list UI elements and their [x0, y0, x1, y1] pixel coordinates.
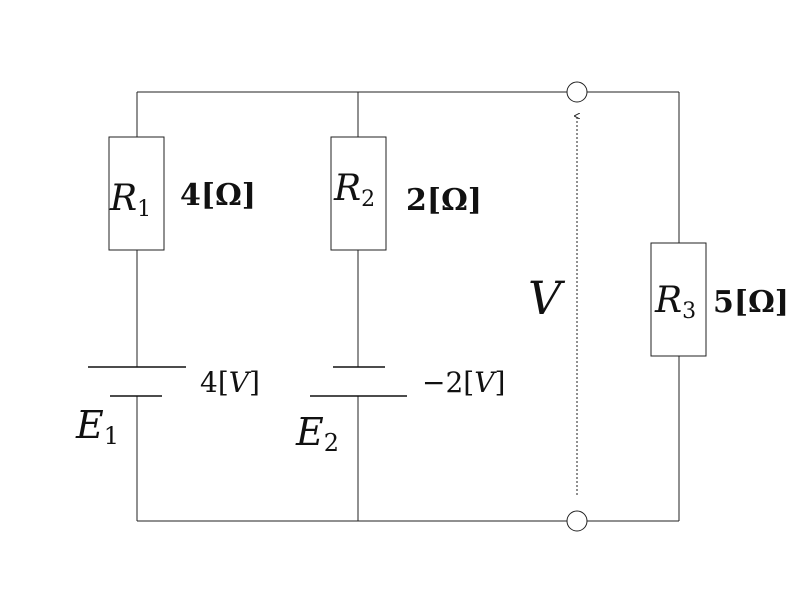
- resistor-r2: [330, 136, 387, 251]
- r3-value: 5[Ω]: [713, 285, 789, 320]
- e2-subscript: 2: [324, 429, 339, 457]
- r3-label: R3: [654, 280, 696, 324]
- r3-symbol: R: [654, 280, 682, 321]
- terminal-top: [566, 81, 588, 103]
- wires: [136, 91, 680, 522]
- e1-symbol: E: [75, 403, 104, 447]
- e2-label: E2: [295, 410, 339, 457]
- e2-symbol: E: [295, 410, 324, 454]
- r2-label: R2: [333, 168, 375, 212]
- battery-e1: [88, 366, 186, 397]
- battery-e2: [310, 366, 407, 397]
- resistor-r1: [108, 136, 165, 251]
- r2-symbol: R: [333, 168, 361, 209]
- e2-voltage-unit: V: [474, 366, 497, 399]
- e1-label: E1: [75, 403, 119, 450]
- e1-subscript: 1: [104, 422, 119, 450]
- r1-value: 4[Ω]: [180, 178, 256, 213]
- terminal-bottom: [566, 510, 588, 532]
- r1-label: R1: [109, 178, 151, 222]
- resistor-r3: [650, 242, 707, 357]
- e2-voltage: −2[V]: [422, 366, 505, 399]
- r1-subscript: 1: [137, 197, 151, 222]
- r1-symbol: R: [109, 178, 137, 219]
- r2-value: 2[Ω]: [406, 183, 482, 218]
- r3-subscript: 3: [682, 299, 696, 324]
- e1-voltage-number: 4: [200, 366, 218, 399]
- e1-voltage: 4[V]: [200, 366, 260, 399]
- r2-subscript: 2: [361, 187, 375, 212]
- e1-voltage-unit: V: [229, 366, 252, 399]
- voltage-label: V: [528, 271, 566, 325]
- e2-voltage-number: −2: [422, 366, 463, 399]
